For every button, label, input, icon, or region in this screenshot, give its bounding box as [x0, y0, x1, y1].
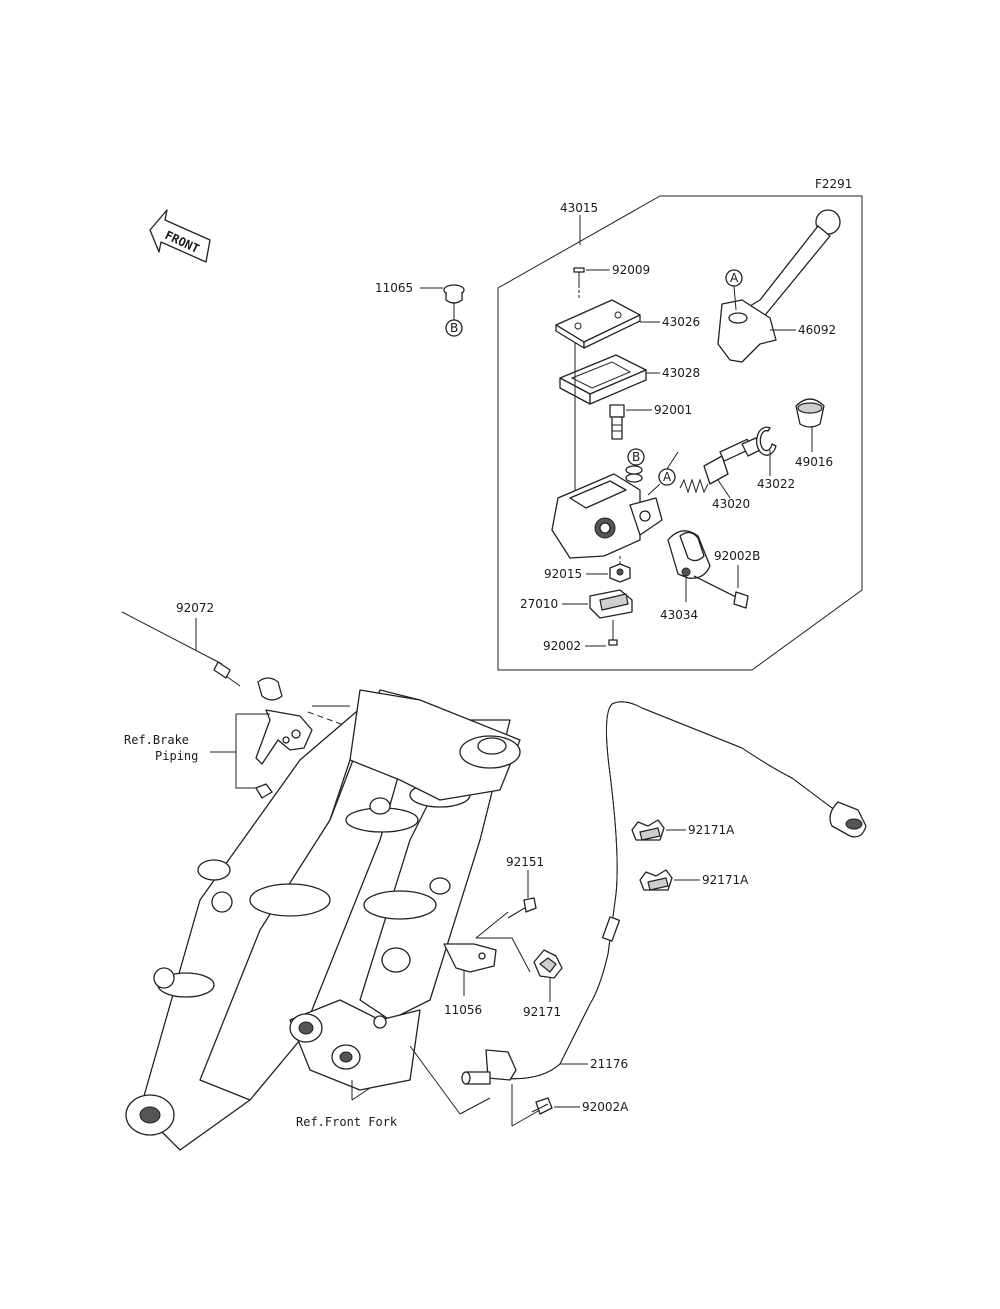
- master-cylinder-assembly-box: [497, 195, 863, 671]
- part-label-92015: 92015: [544, 567, 582, 581]
- ref-brake-piping-line2: Piping: [155, 749, 198, 763]
- part-label-92072: 92072: [176, 601, 214, 615]
- marker-a-label-body: A: [663, 470, 672, 484]
- part-label-46092: 46092: [798, 323, 836, 337]
- marker-b-label-cap: B: [450, 321, 458, 335]
- cable-92072: [121, 611, 241, 687]
- speed-sensor: [461, 1049, 517, 1085]
- front-fork-assembly: [125, 689, 521, 1151]
- part-label-92171: 92171: [523, 1005, 561, 1019]
- ref-brake-piping-line1: Ref.Brake: [124, 733, 189, 747]
- bracket-11056: [443, 943, 497, 973]
- marker-b-circle-cap: [445, 319, 463, 337]
- sensor-cable-21176: [499, 701, 867, 1080]
- part-label-92001: 92001: [654, 403, 692, 417]
- front-direction-arrow: FRONT: [149, 209, 211, 263]
- marker-b-label: B: [632, 450, 640, 464]
- piston-spring-43020: [679, 437, 761, 494]
- part-label-92002a: 92002A: [582, 1100, 629, 1114]
- part-label-92151: 92151: [506, 855, 544, 869]
- clamp-92171: [533, 949, 563, 979]
- part-label-11056: 11056: [444, 1003, 482, 1017]
- brake-piping-bracket: [255, 677, 313, 799]
- nut-92015: [609, 563, 631, 583]
- brake-lever-46092: [717, 209, 841, 363]
- ref-front-fork-label: Ref.Front Fork: [296, 1115, 398, 1129]
- screw-92009: [573, 267, 585, 285]
- part-label-43026: 43026: [662, 315, 700, 329]
- part-label-92002: 92002: [543, 639, 581, 653]
- clamp-43034: [667, 530, 711, 579]
- clip-92171a-upper: [631, 819, 665, 841]
- circlip-43022: [755, 426, 777, 456]
- reservoir-cap-43026: [555, 299, 641, 349]
- part-label-43028: 43028: [662, 366, 700, 380]
- diaphragm-43028: [559, 354, 647, 405]
- part-label-21176: 21176: [590, 1057, 628, 1071]
- part-label-92002b: 92002B: [714, 549, 760, 563]
- part-label-92171a-1: 92171A: [688, 823, 735, 837]
- part-label-11065: 11065: [375, 281, 413, 295]
- part-label-43020: 43020: [712, 497, 750, 511]
- part-label-49016: 49016: [795, 455, 833, 469]
- part-label-43034: 43034: [660, 608, 698, 622]
- bolt-92001: [609, 404, 625, 440]
- part-label-92009: 92009: [612, 263, 650, 277]
- part-label-92171a-2: 92171A: [702, 873, 749, 887]
- bolt-92002b: [693, 575, 749, 609]
- part-label-43015: 43015: [560, 201, 598, 215]
- master-cylinder-body: [551, 465, 663, 559]
- screw-92002: [608, 620, 618, 646]
- part-label-27010: 27010: [520, 597, 558, 611]
- clip-92171a-lower: [639, 869, 673, 891]
- marker-b-circle: [627, 448, 645, 466]
- cap-11065: [443, 284, 465, 304]
- marker-a-label-lever: A: [730, 271, 739, 285]
- bolt-92151: [507, 897, 537, 919]
- bolt-92002a: [531, 1097, 553, 1115]
- dust-cover-49016: [795, 398, 825, 428]
- brake-switch-27010: [589, 589, 633, 619]
- part-label-43022: 43022: [757, 477, 795, 491]
- figure-id: F2291: [815, 177, 852, 191]
